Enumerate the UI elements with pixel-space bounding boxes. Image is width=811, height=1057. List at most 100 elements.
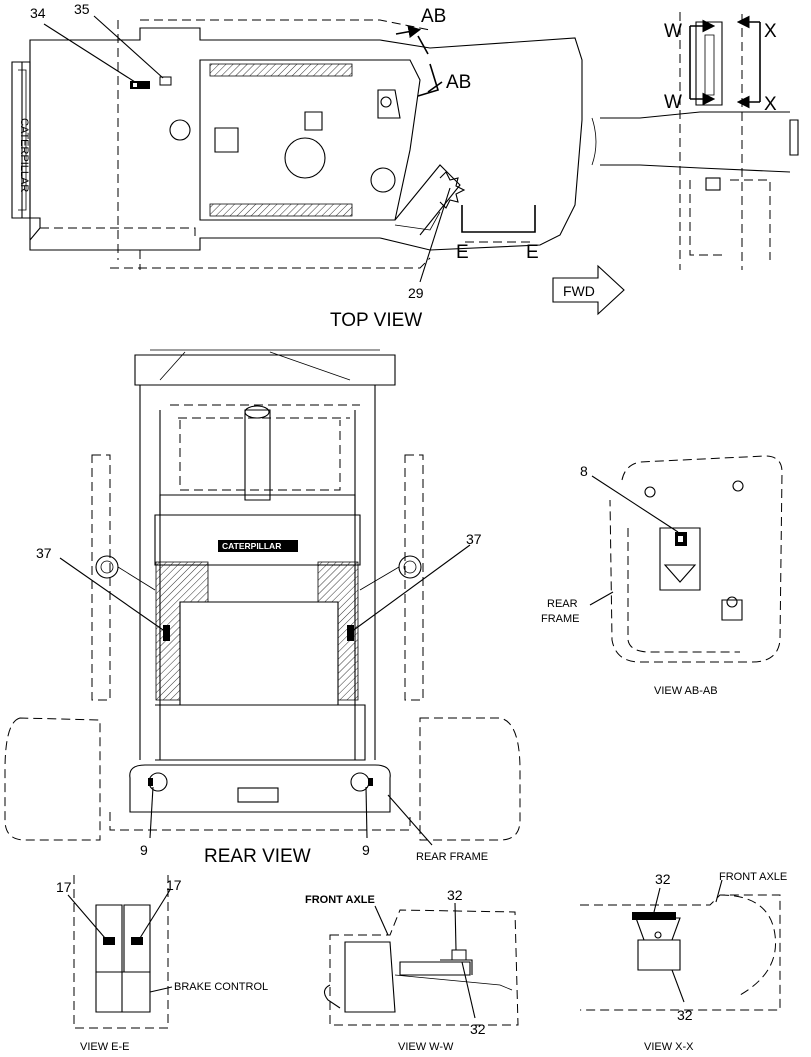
drawbar-lower — [109, 812, 411, 831]
rear-view-title: REAR VIEW — [204, 846, 311, 867]
callout-37-right: 37 — [466, 531, 482, 547]
leader-rear-frame — [387, 794, 433, 846]
ab-bracket-pin — [726, 596, 738, 608]
ww-arm — [394, 974, 513, 991]
front-frame-break — [591, 117, 597, 166]
leader-9-right — [365, 786, 368, 839]
callout-32-ww-top: 32 — [447, 887, 463, 903]
radiator — [179, 601, 339, 706]
ab-frame-inner — [627, 528, 740, 653]
callout-35: 35 — [74, 1, 90, 17]
marker-w-lower: W — [664, 92, 682, 113]
callout-17-left: 17 — [56, 879, 72, 895]
decal-37-right — [347, 625, 354, 641]
fwd-label: FWD — [563, 283, 595, 299]
leader-35 — [93, 15, 164, 79]
inner-frame — [199, 59, 421, 221]
ee-outline — [73, 875, 169, 1029]
callout-29: 29 — [408, 285, 424, 301]
callout-32-ww-bottom: 32 — [470, 1021, 486, 1037]
mount-bolt — [380, 96, 392, 108]
left-light — [95, 555, 119, 579]
ab-arrow-lower — [427, 81, 443, 93]
side-plate-inner — [18, 69, 27, 211]
decal-34 — [130, 81, 150, 89]
canopy-detail — [150, 349, 380, 381]
rear-tire-2 — [40, 227, 196, 238]
leader-rear-frame-ab — [589, 591, 614, 606]
front-bumper — [789, 119, 799, 156]
front-axle-bracket-2 — [704, 34, 715, 96]
callout-9-left: 9 — [140, 842, 148, 858]
rops-inner-top — [170, 404, 360, 419]
decal-37-left — [163, 625, 170, 641]
decal-32-xx — [632, 912, 676, 920]
body-bottom-edge — [110, 257, 431, 269]
callout-32-xx-top: 32 — [655, 871, 671, 887]
leader-32-ww-top — [454, 902, 457, 951]
decal-17-right — [131, 937, 143, 945]
leader-front-axle-xx — [715, 879, 723, 903]
leader-37-right — [350, 544, 471, 633]
drawbar-plate — [237, 787, 279, 803]
engine-cover — [179, 420, 341, 491]
pivot — [370, 167, 396, 193]
engine-box — [159, 494, 356, 516]
e-section-line — [461, 205, 536, 233]
xx-housing — [580, 894, 781, 1011]
front-axle-bracket — [695, 21, 723, 106]
ab-frame-outline — [609, 455, 783, 663]
exhaust-cap — [244, 405, 270, 419]
leader-32-ww-bottom — [461, 961, 476, 1019]
marker-e-right: E — [526, 242, 539, 263]
lower-rail — [209, 203, 353, 217]
callout-17-right: 17 — [166, 877, 182, 893]
ab-arrow-shape — [663, 564, 697, 583]
rear-frame-ab-line1: REAR — [547, 598, 578, 610]
ab-hole-2 — [732, 480, 744, 492]
leader-34 — [43, 23, 136, 83]
leader-front-axle-ww — [374, 905, 389, 936]
front-axle-ww-label: FRONT AXLE — [305, 894, 375, 906]
ww-housing — [329, 909, 519, 1026]
front-frame — [600, 111, 791, 173]
radiator-frame — [170, 704, 350, 761]
front-lower-frame — [689, 179, 771, 260]
xx-bolt — [654, 931, 662, 939]
view-ee-title: VIEW E-E — [80, 1041, 130, 1053]
right-light — [398, 555, 422, 579]
fwd-arrow — [552, 264, 625, 316]
marker-e-left: E — [456, 242, 469, 263]
rear-frame-ab-line2: FRAME — [541, 613, 580, 625]
brand-side-text: CATERPILLAR — [18, 118, 30, 192]
rear-lower-box — [155, 704, 366, 761]
decal-35 — [159, 76, 172, 86]
marker-ab-upper: AB — [421, 6, 446, 27]
hitch-arm — [394, 211, 441, 231]
xx-plate — [635, 917, 681, 941]
body-outline — [29, 27, 583, 251]
xx-lower — [637, 939, 681, 971]
exhaust-stack — [244, 409, 271, 501]
decal-8-inner — [678, 536, 683, 542]
brake-control-label: BRAKE CONTROL — [174, 981, 268, 993]
gear-sprocket — [439, 171, 466, 209]
top-view: CATERPILLAR 34 35 AB AB — [11, 1, 799, 331]
ee-base — [95, 971, 151, 1013]
view-w-w: 32 32 FRONT AXLE VIEW W-W — [305, 887, 519, 1053]
light-arms — [117, 566, 400, 591]
callout-37-left: 37 — [36, 545, 52, 561]
ww-inner — [344, 941, 396, 1013]
front-axle-xx-label: FRONT AXLE — [719, 871, 787, 883]
ab-arrow-upper — [395, 25, 422, 39]
callout-8: 8 — [580, 463, 588, 479]
decal-17-left — [103, 937, 115, 945]
rear-tire — [117, 20, 141, 270]
rear-frame-label: REAR FRAME — [416, 851, 488, 863]
ab-plate — [659, 527, 701, 591]
marker-w-upper: W — [664, 21, 682, 42]
front-axle-housing — [679, 12, 743, 270]
left-tire — [4, 717, 101, 841]
view-e-e: 17 17 BRAKE CONTROL VIEW E-E — [56, 875, 268, 1053]
